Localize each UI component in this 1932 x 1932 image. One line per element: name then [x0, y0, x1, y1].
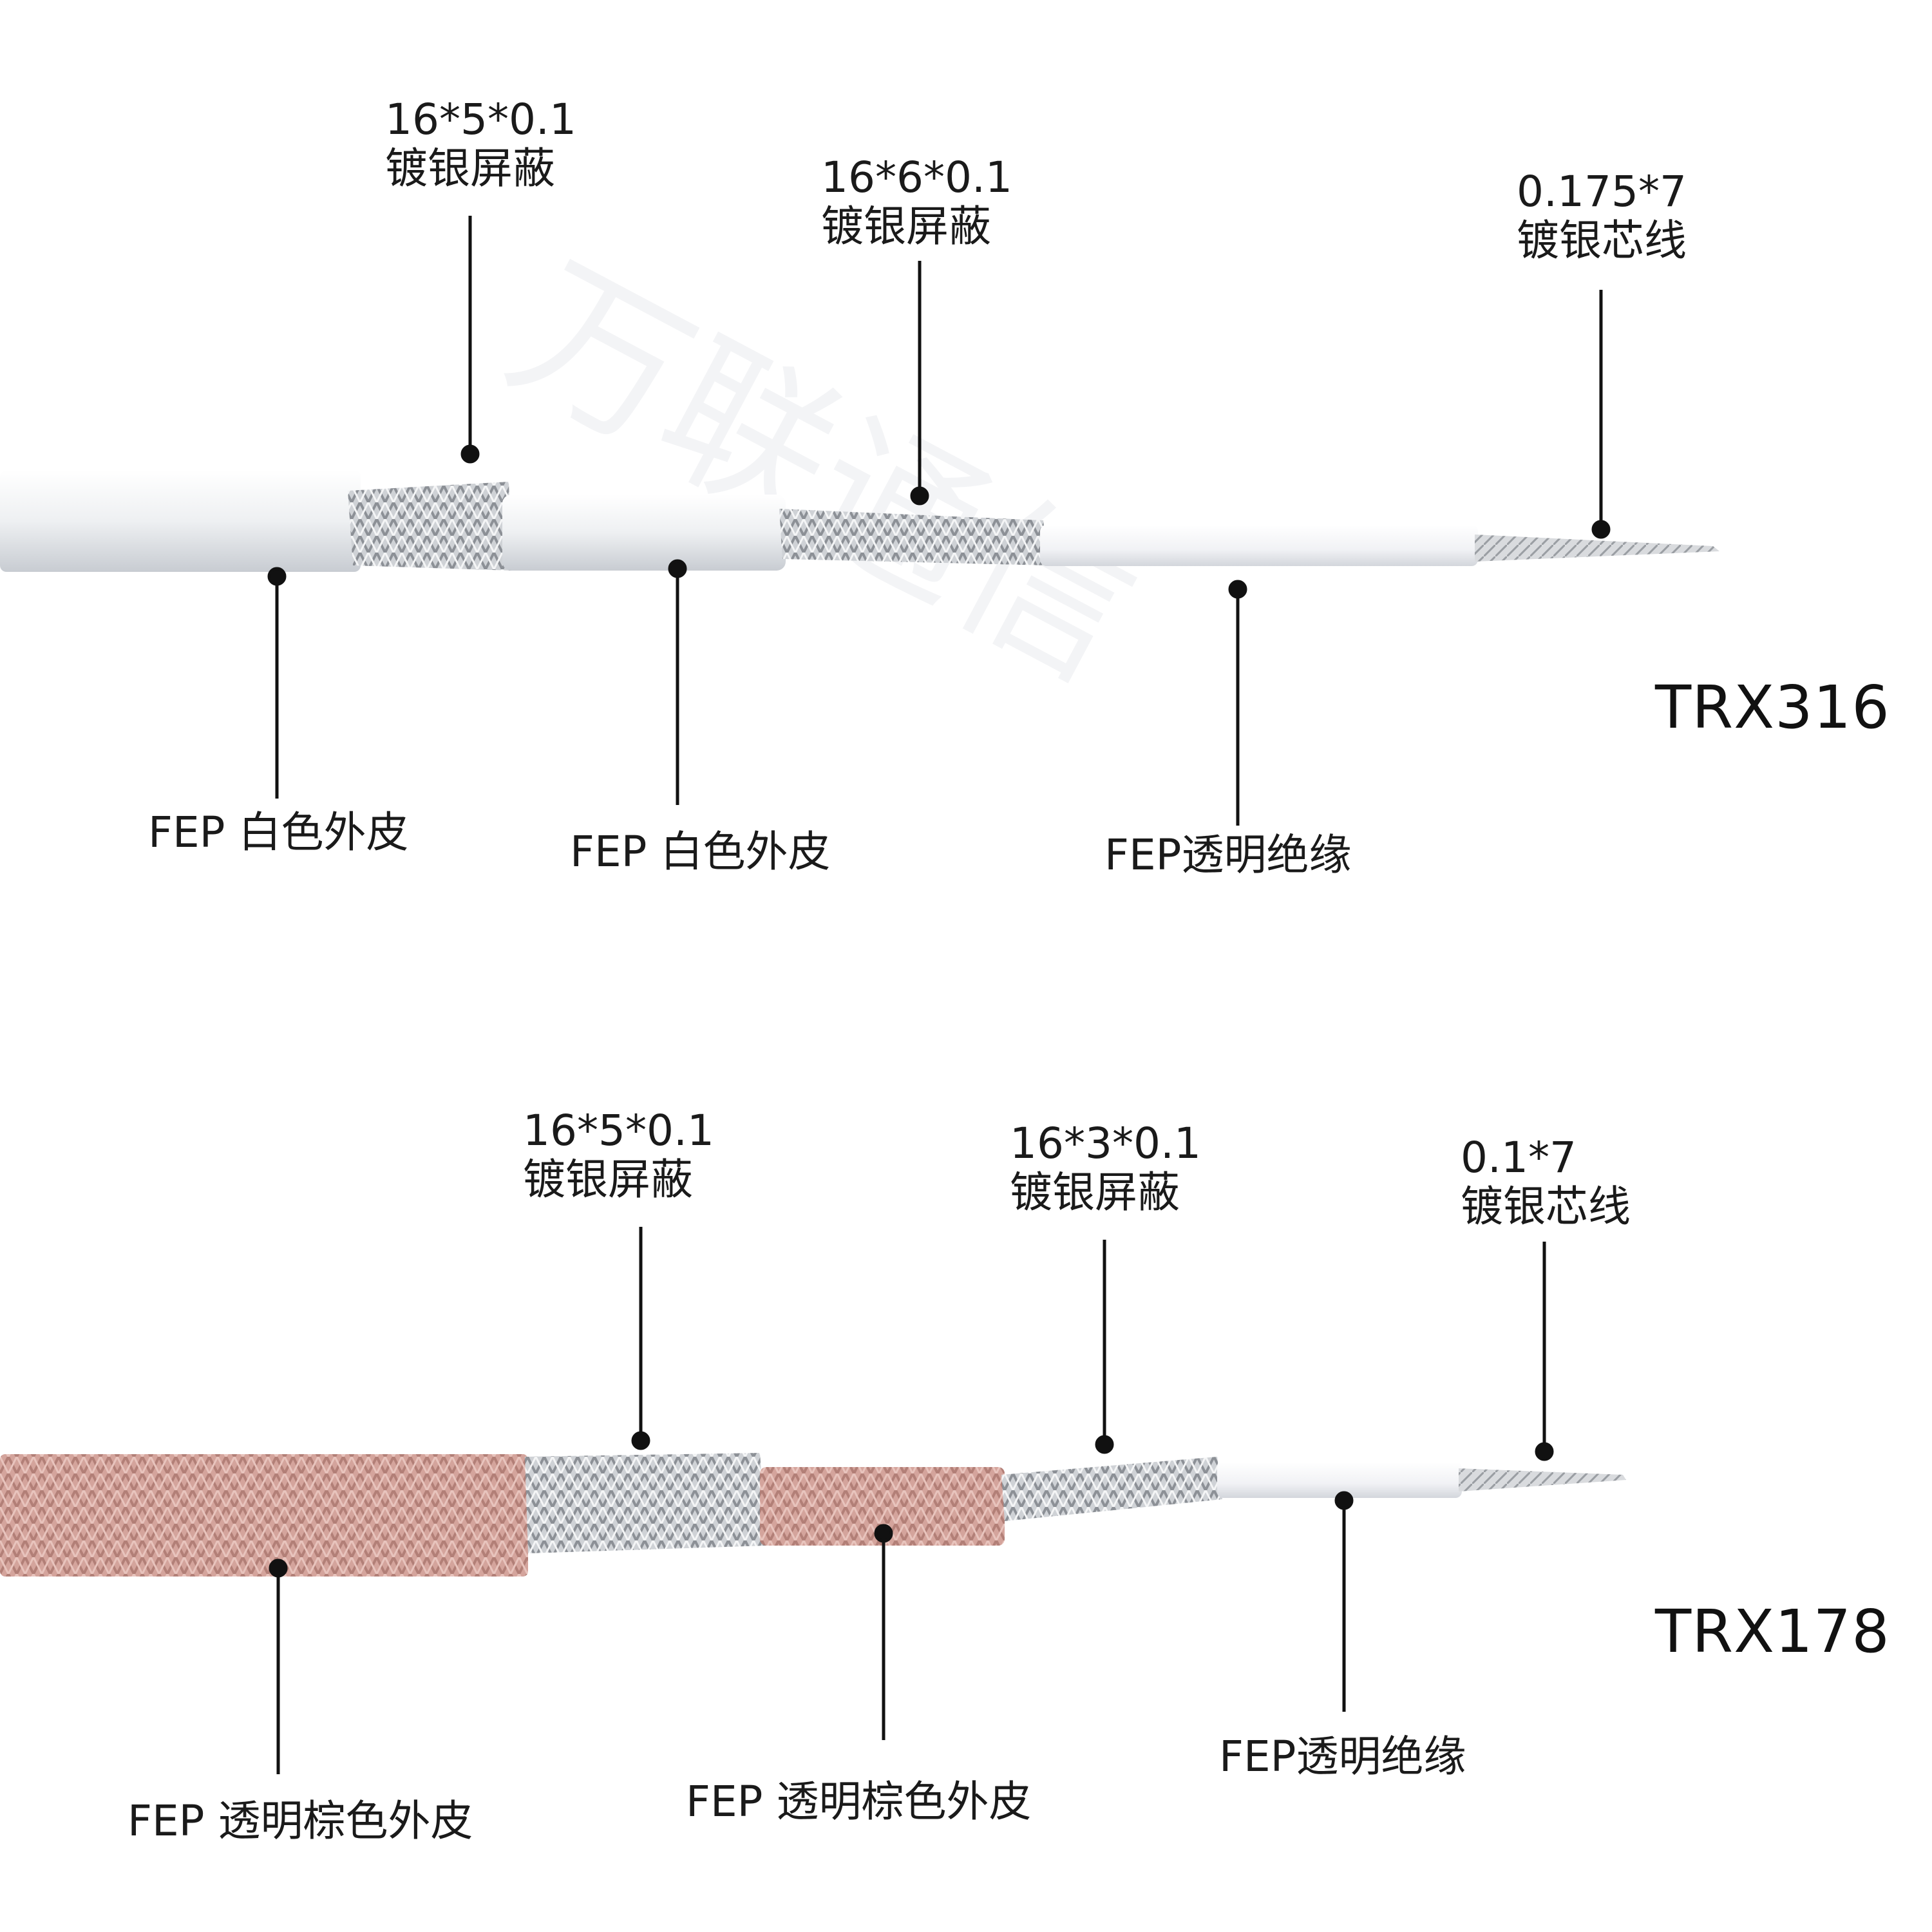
leader-lines-trx178	[269, 1227, 1554, 1774]
cable-trx178	[0, 1453, 1626, 1577]
label-outer-jacket-178: FEP 透明棕色外皮	[128, 1796, 473, 1846]
label-inner-shield-178: 16*3*0.1 镀银屏蔽	[1010, 1119, 1201, 1217]
label-inner-jacket-178: FEP 透明棕色外皮	[686, 1777, 1032, 1826]
inner-shield-braid	[779, 509, 1048, 565]
spec-desc: 镀银屏蔽	[523, 1154, 693, 1204]
leader-lines-trx316	[267, 216, 1611, 826]
label-core-178: 0.1*7 镀银芯线	[1461, 1133, 1631, 1231]
spec-desc: 镀银屏蔽	[821, 201, 991, 251]
inner-jacket-brown	[760, 1467, 1005, 1546]
spec-desc: 镀银芯线	[1517, 215, 1687, 265]
spec-value: 0.175*7	[1517, 167, 1687, 216]
label-outer-jacket-316: FEP 白色外皮	[148, 808, 409, 857]
outer-jacket-white	[0, 470, 361, 572]
silver-core-wire	[1475, 535, 1719, 562]
label-outer-shield-316: 16*5*0.1 镀银屏蔽	[385, 95, 576, 193]
spec-desc: 镀银屏蔽	[385, 143, 555, 193]
spec-value: 16*5*0.1	[385, 95, 576, 144]
label-inner-shield-316: 16*6*0.1 镀银屏蔽	[821, 153, 1012, 251]
outer-jacket-brown	[0, 1454, 528, 1577]
model-name-trx316: TRX316	[1655, 673, 1890, 742]
cable-trx316	[0, 470, 1719, 572]
silver-core-wire	[1459, 1468, 1626, 1492]
outer-shield-braid	[525, 1453, 766, 1553]
spec-desc: 镀银芯线	[1461, 1181, 1631, 1231]
model-name-trx178: TRX178	[1655, 1597, 1890, 1666]
spec-value: 16*6*0.1	[821, 153, 1012, 202]
inner-jacket-white	[502, 495, 786, 571]
fep-insulation	[1040, 525, 1478, 566]
label-core-316: 0.175*7 镀银芯线	[1517, 167, 1687, 265]
inner-shield-braid	[1001, 1457, 1222, 1521]
spec-desc: 镀银屏蔽	[1010, 1167, 1180, 1217]
spec-value: 0.1*7	[1461, 1133, 1577, 1182]
label-insulation-178: FEP透明绝缘	[1219, 1732, 1466, 1781]
outer-shield-braid	[348, 482, 512, 571]
label-outer-shield-178: 16*5*0.1 镀银屏蔽	[523, 1106, 714, 1204]
spec-value: 16*3*0.1	[1010, 1119, 1201, 1168]
label-inner-jacket-316: FEP 白色外皮	[570, 827, 831, 876]
watermark-text: 万联通信	[482, 231, 1164, 717]
label-insulation-316: FEP透明绝缘	[1104, 830, 1352, 880]
spec-value: 16*5*0.1	[523, 1106, 714, 1155]
fep-insulation	[1217, 1462, 1462, 1498]
